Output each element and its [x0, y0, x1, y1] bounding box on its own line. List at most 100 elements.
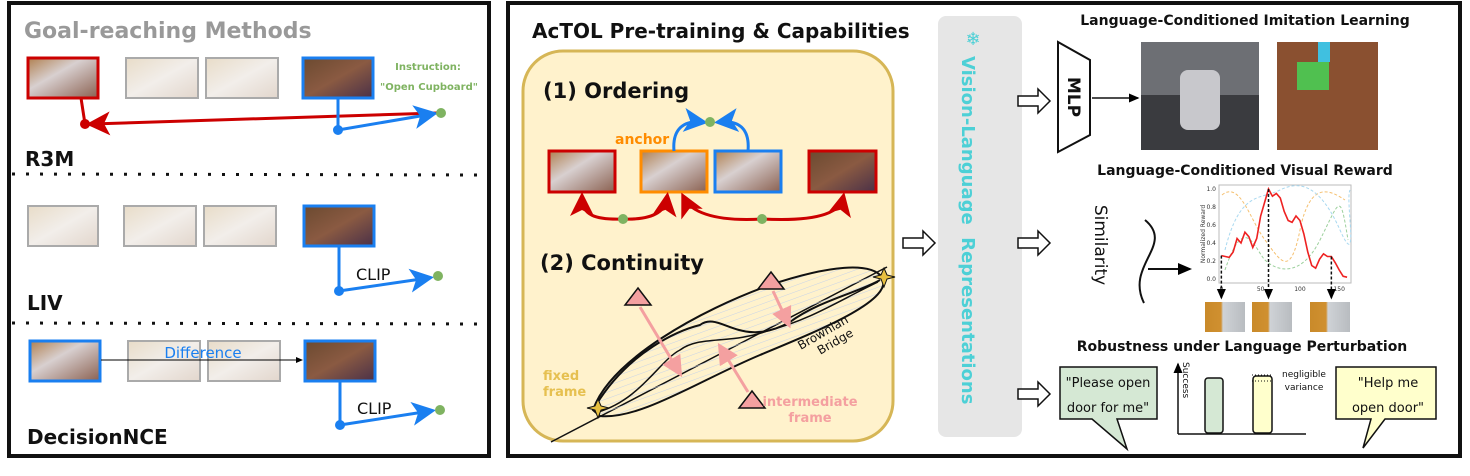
frame [547, 149, 617, 194]
pretraining-box [521, 49, 895, 443]
instruction-text: "Open Cupboard" [380, 82, 478, 93]
language-dot [705, 117, 715, 127]
y-tick-label: 0.8 [1206, 204, 1216, 211]
order-arrow [761, 192, 851, 222]
start-embedding-dot [80, 119, 90, 129]
green-block [1297, 62, 1329, 90]
goal-frame [303, 339, 377, 383]
intermediate-frame [125, 57, 199, 99]
anchor-frame [639, 149, 709, 194]
difference-label: Difference [164, 344, 241, 362]
clip-arrow [339, 401, 436, 427]
intermediate-frame [27, 205, 99, 247]
intermediate-frame [203, 205, 277, 247]
representation-bar [938, 16, 1022, 437]
block-arrow [1017, 380, 1052, 408]
anchor-label: anchor [615, 132, 669, 148]
speech-bubble-right [1335, 366, 1437, 449]
goal-embedding-dot [333, 125, 343, 135]
plot-area [1218, 184, 1352, 284]
panel-title: Goal-reaching Methods [24, 19, 312, 44]
x-tick-label: 150 [1333, 286, 1345, 293]
anchor-arrow [672, 107, 708, 152]
mlp-label: MLP [1063, 77, 1083, 117]
intermediate-frame [207, 340, 281, 382]
language-embedding-dot [433, 271, 443, 281]
language-dot [618, 214, 628, 224]
clip-label: CLIP [356, 265, 391, 284]
mlp-block [1057, 40, 1091, 154]
y-tick-label: 0.6 [1206, 222, 1216, 229]
continuity-label: (2) Continuity [540, 251, 704, 275]
x-tick-label: 50 [1257, 286, 1265, 293]
positive-arrow [337, 105, 438, 132]
pull-arrow [717, 342, 750, 393]
instruction-label: Instruction: [395, 62, 461, 73]
language-embedding-dot [436, 108, 446, 118]
pull-arrow [771, 290, 792, 329]
goal-embedding-dot [335, 420, 345, 430]
y-axis-label: Normalized Reward [1200, 205, 1207, 263]
start-frame [28, 339, 102, 383]
reward-frame [1205, 302, 1245, 332]
gripper [1318, 42, 1330, 62]
goal-frame [301, 56, 375, 100]
faded-series [1221, 191, 1346, 262]
intermediate-triangle [623, 286, 653, 306]
goal-frame [302, 204, 376, 248]
block-arrow [1017, 87, 1052, 115]
intermediate-triangle [737, 389, 767, 409]
method-label-liv: LIV [27, 291, 63, 315]
intermediate-frame [205, 57, 279, 99]
robustness-title: Robustness under Language Perturbation [1077, 339, 1408, 355]
y-tick-label: 1.0 [1206, 186, 1216, 193]
method-label-r3m: R3M [25, 147, 74, 171]
actol-panel: AcTOL Pre-training & Capabilities (1) Or… [506, 1, 1462, 458]
fixed-frame-star-icon [586, 397, 610, 420]
language-embedding-dot [435, 405, 445, 415]
intermediate-frame [127, 340, 201, 382]
y-tick-label: 0.0 [1206, 276, 1216, 283]
x-tick-label: 100 [1294, 286, 1306, 293]
fixed-frame-star-icon [872, 266, 896, 289]
ordering-label: (1) Ordering [543, 79, 689, 103]
y-tick-label: 0.2 [1206, 258, 1216, 265]
block-arrow [902, 229, 937, 257]
panel-title: AcTOL Pre-training & Capabilities [532, 19, 910, 43]
order-arrow [681, 192, 763, 221]
trajectory [595, 279, 881, 406]
success-bar-original [1204, 377, 1224, 434]
similarity-label: Similarity [1090, 205, 1110, 285]
faded-series [1224, 205, 1349, 271]
language-dot [757, 214, 767, 224]
frame [807, 149, 878, 194]
robot-arm [1180, 70, 1220, 130]
method-label-decisionnce: DecisionNCE [27, 425, 168, 449]
intermediate-frame [123, 205, 197, 247]
goal-embedding-dot [334, 286, 344, 296]
positive-arrow [714, 108, 750, 152]
order-arrow [570, 192, 624, 221]
block-arrow [1017, 229, 1052, 257]
reward-title: Language-Conditioned Visual Reward [1097, 163, 1393, 179]
reward-frame [1252, 302, 1292, 332]
negative-arrow [86, 111, 438, 136]
clip-arrow [338, 268, 434, 293]
order-arrow [622, 192, 677, 221]
representation-label: Vision-Language Representations [957, 56, 978, 404]
clip-label: CLIP [357, 399, 392, 418]
faded-series [1224, 185, 1352, 251]
y-tick-label: 0.4 [1206, 240, 1216, 247]
goal-reaching-panel: Goal-reaching Methods Instruction: "Open… [7, 1, 491, 458]
reward-series-line [1221, 186, 1348, 278]
reward-frame [1310, 302, 1350, 332]
start-frame [26, 56, 100, 100]
positive-frame [713, 149, 783, 194]
